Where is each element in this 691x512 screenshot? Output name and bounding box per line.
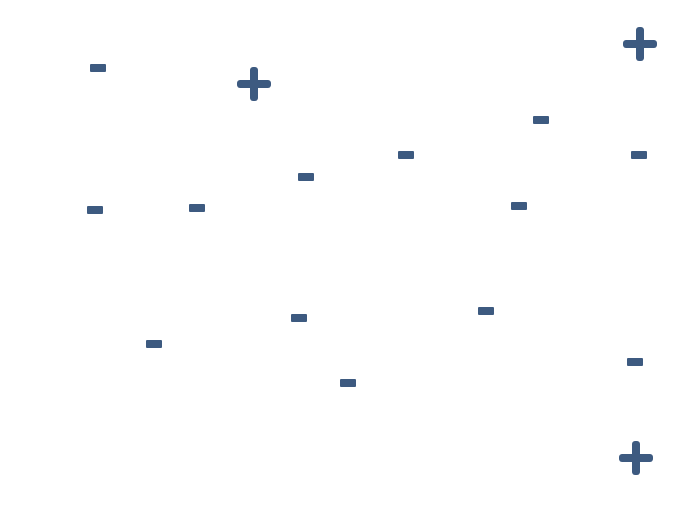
dash-target-icon[interactable] xyxy=(340,379,356,387)
dash-target-icon[interactable] xyxy=(631,151,647,159)
plus-target-icon[interactable] xyxy=(237,67,271,101)
dash-target-icon[interactable] xyxy=(291,314,307,322)
dash-target-icon[interactable] xyxy=(298,173,314,181)
dash-target-icon[interactable] xyxy=(627,358,643,366)
plus-target-icon[interactable] xyxy=(619,441,653,475)
dash-target-icon[interactable] xyxy=(533,116,549,124)
dash-target-icon[interactable] xyxy=(146,340,162,348)
dash-target-icon[interactable] xyxy=(87,206,103,214)
dash-target-icon[interactable] xyxy=(478,307,494,315)
plus-target-icon[interactable] xyxy=(623,27,657,61)
dash-target-icon[interactable] xyxy=(90,64,106,72)
dash-target-icon[interactable] xyxy=(398,151,414,159)
dash-target-icon[interactable] xyxy=(511,202,527,210)
dash-target-icon[interactable] xyxy=(189,204,205,212)
